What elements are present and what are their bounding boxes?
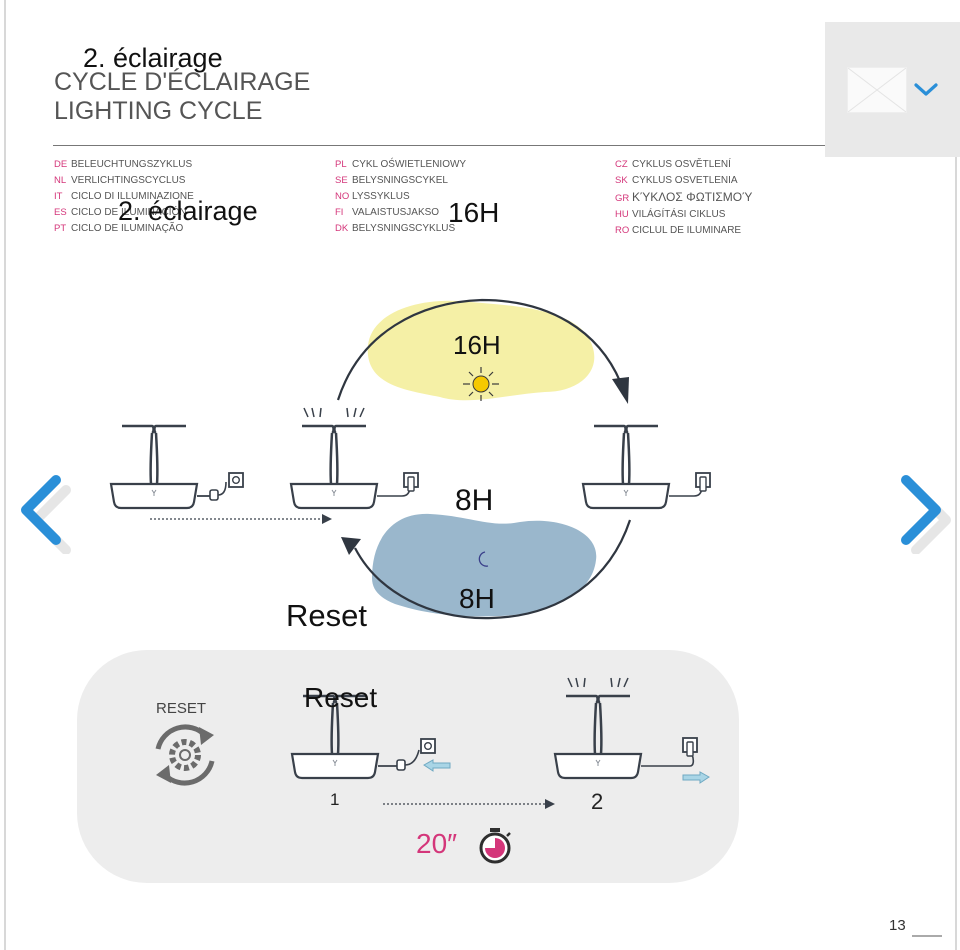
- page-thumbnail: [847, 67, 907, 113]
- timer-label: 20″: [416, 828, 458, 859]
- page-number: 13: [889, 917, 906, 934]
- chevron-left-icon: [21, 475, 71, 555]
- page-border-left: [4, 0, 6, 950]
- reset-planter-on: [553, 677, 695, 780]
- day-duration-label: 16H: [453, 330, 501, 360]
- plug-arrow-icon: [682, 771, 710, 784]
- overlay-8h: 8H: [455, 484, 494, 517]
- next-page-button[interactable]: [894, 470, 960, 559]
- chevron-down-icon: [914, 83, 938, 96]
- page-heading: CYCLE D'ÉCLAIRAGE LIGHTING CYCLE: [54, 68, 374, 126]
- reset-socket-plugged-icon: [682, 737, 698, 757]
- socket-icon: [228, 472, 244, 488]
- overlay-16h: 16H: [448, 197, 500, 228]
- planter-cycle: [581, 424, 703, 510]
- thumbnail-placeholder-icon: [847, 67, 907, 113]
- reset-panel: [77, 650, 739, 883]
- night-duration-label: 8H: [459, 583, 495, 614]
- title-fr: CYCLE D'ÉCLAIRAGE: [54, 68, 311, 96]
- step-1-label: 1: [330, 790, 340, 809]
- stopwatch-icon: [479, 828, 511, 864]
- step-2-label: 2: [591, 789, 604, 814]
- chevron-right-icon: [901, 475, 951, 555]
- sun-icon: [463, 367, 499, 401]
- arrow-head-bottom: [341, 537, 361, 555]
- socket-plugged-icon: [403, 472, 419, 492]
- planter-off: [109, 424, 227, 510]
- reset-socket-icon: [420, 738, 436, 754]
- unplug-arrow-icon: [423, 759, 451, 772]
- moon-icon: [478, 551, 489, 567]
- socket-plugged-icon-2: [695, 472, 711, 492]
- overlay-eclairage: 2. éclairage: [118, 196, 258, 226]
- prev-page-button[interactable]: [14, 470, 76, 559]
- header-rule: [53, 145, 891, 146]
- reset-label: RESET: [156, 700, 207, 717]
- page-border-right: [955, 157, 957, 950]
- reset-gear-icon: [155, 724, 215, 786]
- menu-toggle-button[interactable]: [825, 22, 960, 157]
- arrow-head-top: [612, 377, 629, 404]
- overlay-reset-2: Reset: [304, 682, 378, 713]
- planter-on-plugged: [289, 407, 411, 510]
- title-en: LIGHTING CYCLE: [54, 97, 263, 125]
- overlay-reset: Reset: [286, 598, 367, 633]
- overlay-title: 2. éclairage: [83, 43, 223, 73]
